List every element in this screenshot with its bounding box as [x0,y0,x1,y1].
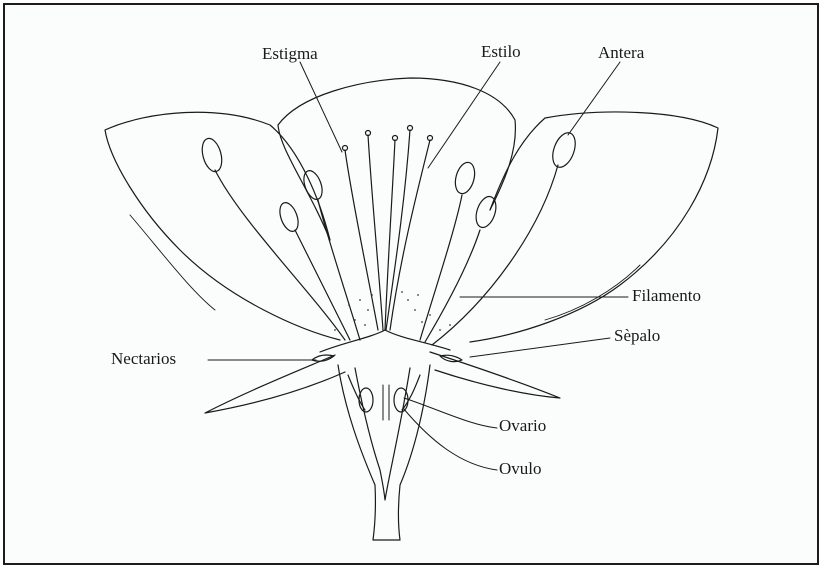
pistil-outer [338,365,430,540]
label-ovulo: Ovulo [499,460,542,477]
label-filamento: Filamento [632,287,701,304]
petal-back [278,78,515,240]
sepal-right [430,352,560,398]
label-ovario: Ovario [499,417,546,434]
sepal-left [205,355,345,413]
petal-right [470,112,718,342]
ovary-chamber [348,375,420,410]
petal-right-fold [545,265,640,320]
petal-left [105,112,340,340]
label-nectarios: Nectarios [111,350,176,367]
styles [343,126,433,331]
label-estilo: Estilo [481,43,521,60]
label-antera: Antera [598,44,644,61]
petal-left-fold [130,215,215,310]
label-sepalo: Sèpalo [614,327,660,344]
leader-lines [208,62,628,470]
ovule-right [394,388,408,412]
label-estigma: Estigma [262,45,318,62]
